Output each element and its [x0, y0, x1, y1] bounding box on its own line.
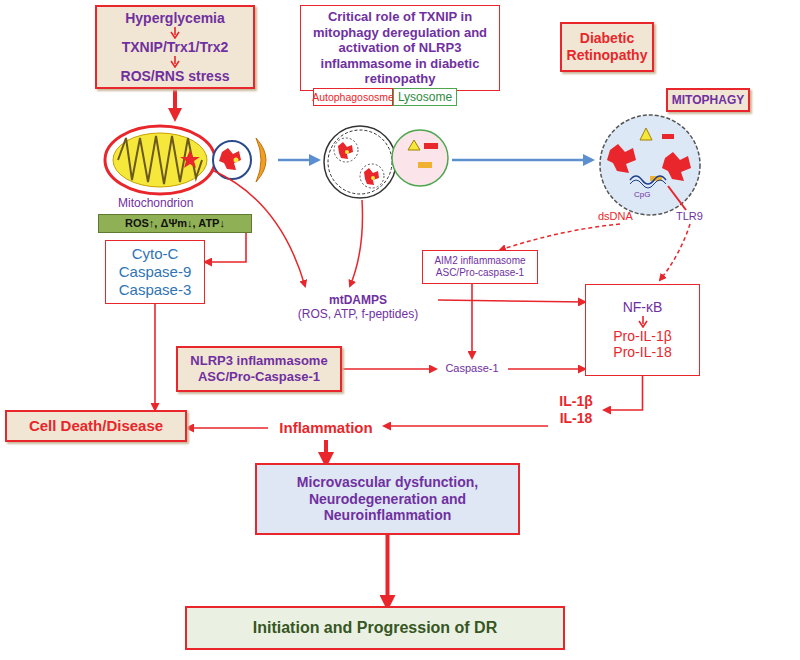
- node-text: Caspase-9: [119, 263, 192, 281]
- autophagosome: [324, 126, 396, 198]
- dashed-arrow: [660, 224, 690, 280]
- effect-band: ROS↑, ΔΨm↓, ATP↓: [98, 214, 252, 233]
- connector-arrow: [384, 425, 548, 427]
- node-text: Cell Death/Disease: [29, 417, 163, 435]
- node-text: TXNIP/Trx1/Trx2: [122, 39, 229, 56]
- process-tag: MITOPHAGY: [666, 88, 750, 112]
- connector-arrow: [324, 440, 328, 463]
- final-box: Initiation and Progression of DR: [185, 606, 565, 650]
- node-text: ASC/Pro-Caspase-1: [198, 369, 320, 385]
- node-text: AIM2 inflammasome: [434, 255, 525, 267]
- connector-arrow: [471, 284, 473, 358]
- node-text: Microvascular dysfunction, Neurodegenera…: [262, 474, 513, 524]
- damp-text: mtDAMPS(ROS, ATP, f-peptides): [278, 290, 438, 325]
- node-text: ROS/RNS stress: [121, 68, 230, 85]
- connector-arrow: [438, 300, 585, 302]
- node-text: Caspase-3: [119, 281, 192, 299]
- node-text: Pro-IL-18: [613, 344, 671, 361]
- node-text: Lysosome: [398, 90, 452, 104]
- node-text: Pro-IL-1β: [613, 328, 672, 345]
- title-box: Critical role of TXNIP in mitophagy dere…: [300, 5, 500, 91]
- topic-box: Diabetic Retinopathy: [560, 22, 654, 72]
- release-arrow: [350, 200, 363, 286]
- apoptosis-box: Cyto-CCaspase-9Caspase-3: [105, 240, 205, 304]
- connector-arrow: [154, 304, 156, 410]
- node-text: IL-1β: [559, 393, 592, 410]
- cytokine-text: IL-1βIL-18: [548, 390, 604, 430]
- lysosome: [392, 130, 448, 186]
- flow-arrow: [452, 159, 592, 162]
- node-text: NF-κB: [623, 299, 663, 316]
- step-arrow: [170, 27, 180, 39]
- connector-arrow: [205, 233, 246, 262]
- connector-arrow: [604, 376, 643, 410]
- connector-arrow: [508, 368, 585, 370]
- stress-arrow: [173, 86, 177, 118]
- node-text: Inflammation: [279, 419, 372, 437]
- phagophore: [213, 138, 266, 182]
- inflammasome-box: AIM2 inflammasomeASC/Pro-caspase-1: [422, 250, 538, 284]
- outcome-box: Cell Death/Disease: [5, 410, 187, 442]
- inflammasome-box: NLRP3 inflammasomeASC/Pro-Caspase-1: [176, 346, 342, 392]
- outcome-box: Microvascular dysfunction, Neurodegenera…: [255, 463, 520, 535]
- step-arrow: [170, 56, 180, 68]
- node-text: ASC/Pro-caspase-1: [436, 267, 524, 279]
- node-text: NLRP3 inflammasome: [190, 353, 327, 369]
- part-label: TLR9: [676, 210, 703, 222]
- node-text: Critical role of TXNIP in mitophagy dere…: [306, 9, 494, 87]
- node-text: Autophagososme: [312, 91, 394, 104]
- part-label: Mitochondrion: [118, 196, 193, 210]
- node-text: Caspase-1: [445, 362, 498, 375]
- organelle-tag: Lysosome: [393, 88, 457, 106]
- part-label: dsDNA: [598, 210, 633, 222]
- dashed-arrow: [500, 224, 620, 250]
- connector-arrow: [386, 535, 390, 606]
- process-text: Inflammation: [268, 416, 384, 440]
- cytokine-box: NF-κB Pro-IL-1βPro-IL-18: [585, 284, 700, 376]
- node-text: ROS↑, ΔΨm↓, ATP↓: [125, 217, 225, 230]
- node-text: Diabetic Retinopathy: [567, 30, 648, 64]
- enzyme-text: Caspase-1: [436, 358, 508, 380]
- node-text: IL-18: [560, 410, 593, 427]
- node-text: mtDAMPS: [329, 293, 387, 307]
- node-text: (ROS, ATP, f-peptides): [298, 307, 418, 321]
- part-label: CpG: [634, 190, 650, 199]
- mitochondrion: [105, 126, 215, 194]
- organelle-tag: Autophagososme: [313, 88, 393, 106]
- node-text: Initiation and Progression of DR: [253, 618, 497, 637]
- node-text: MITOPHAGY: [672, 93, 744, 107]
- autolysosome: [600, 115, 700, 215]
- cause-box: HyperglycemiaTXNIP/Trx1/Trx2ROS/RNS stre…: [95, 5, 255, 89]
- connector-arrow: [187, 427, 268, 429]
- step-arrow: [638, 316, 648, 328]
- node-text: Hyperglycemia: [125, 10, 225, 27]
- flow-arrow: [278, 159, 318, 162]
- connector-arrow: [342, 368, 436, 370]
- node-text: Cyto-C: [132, 245, 179, 263]
